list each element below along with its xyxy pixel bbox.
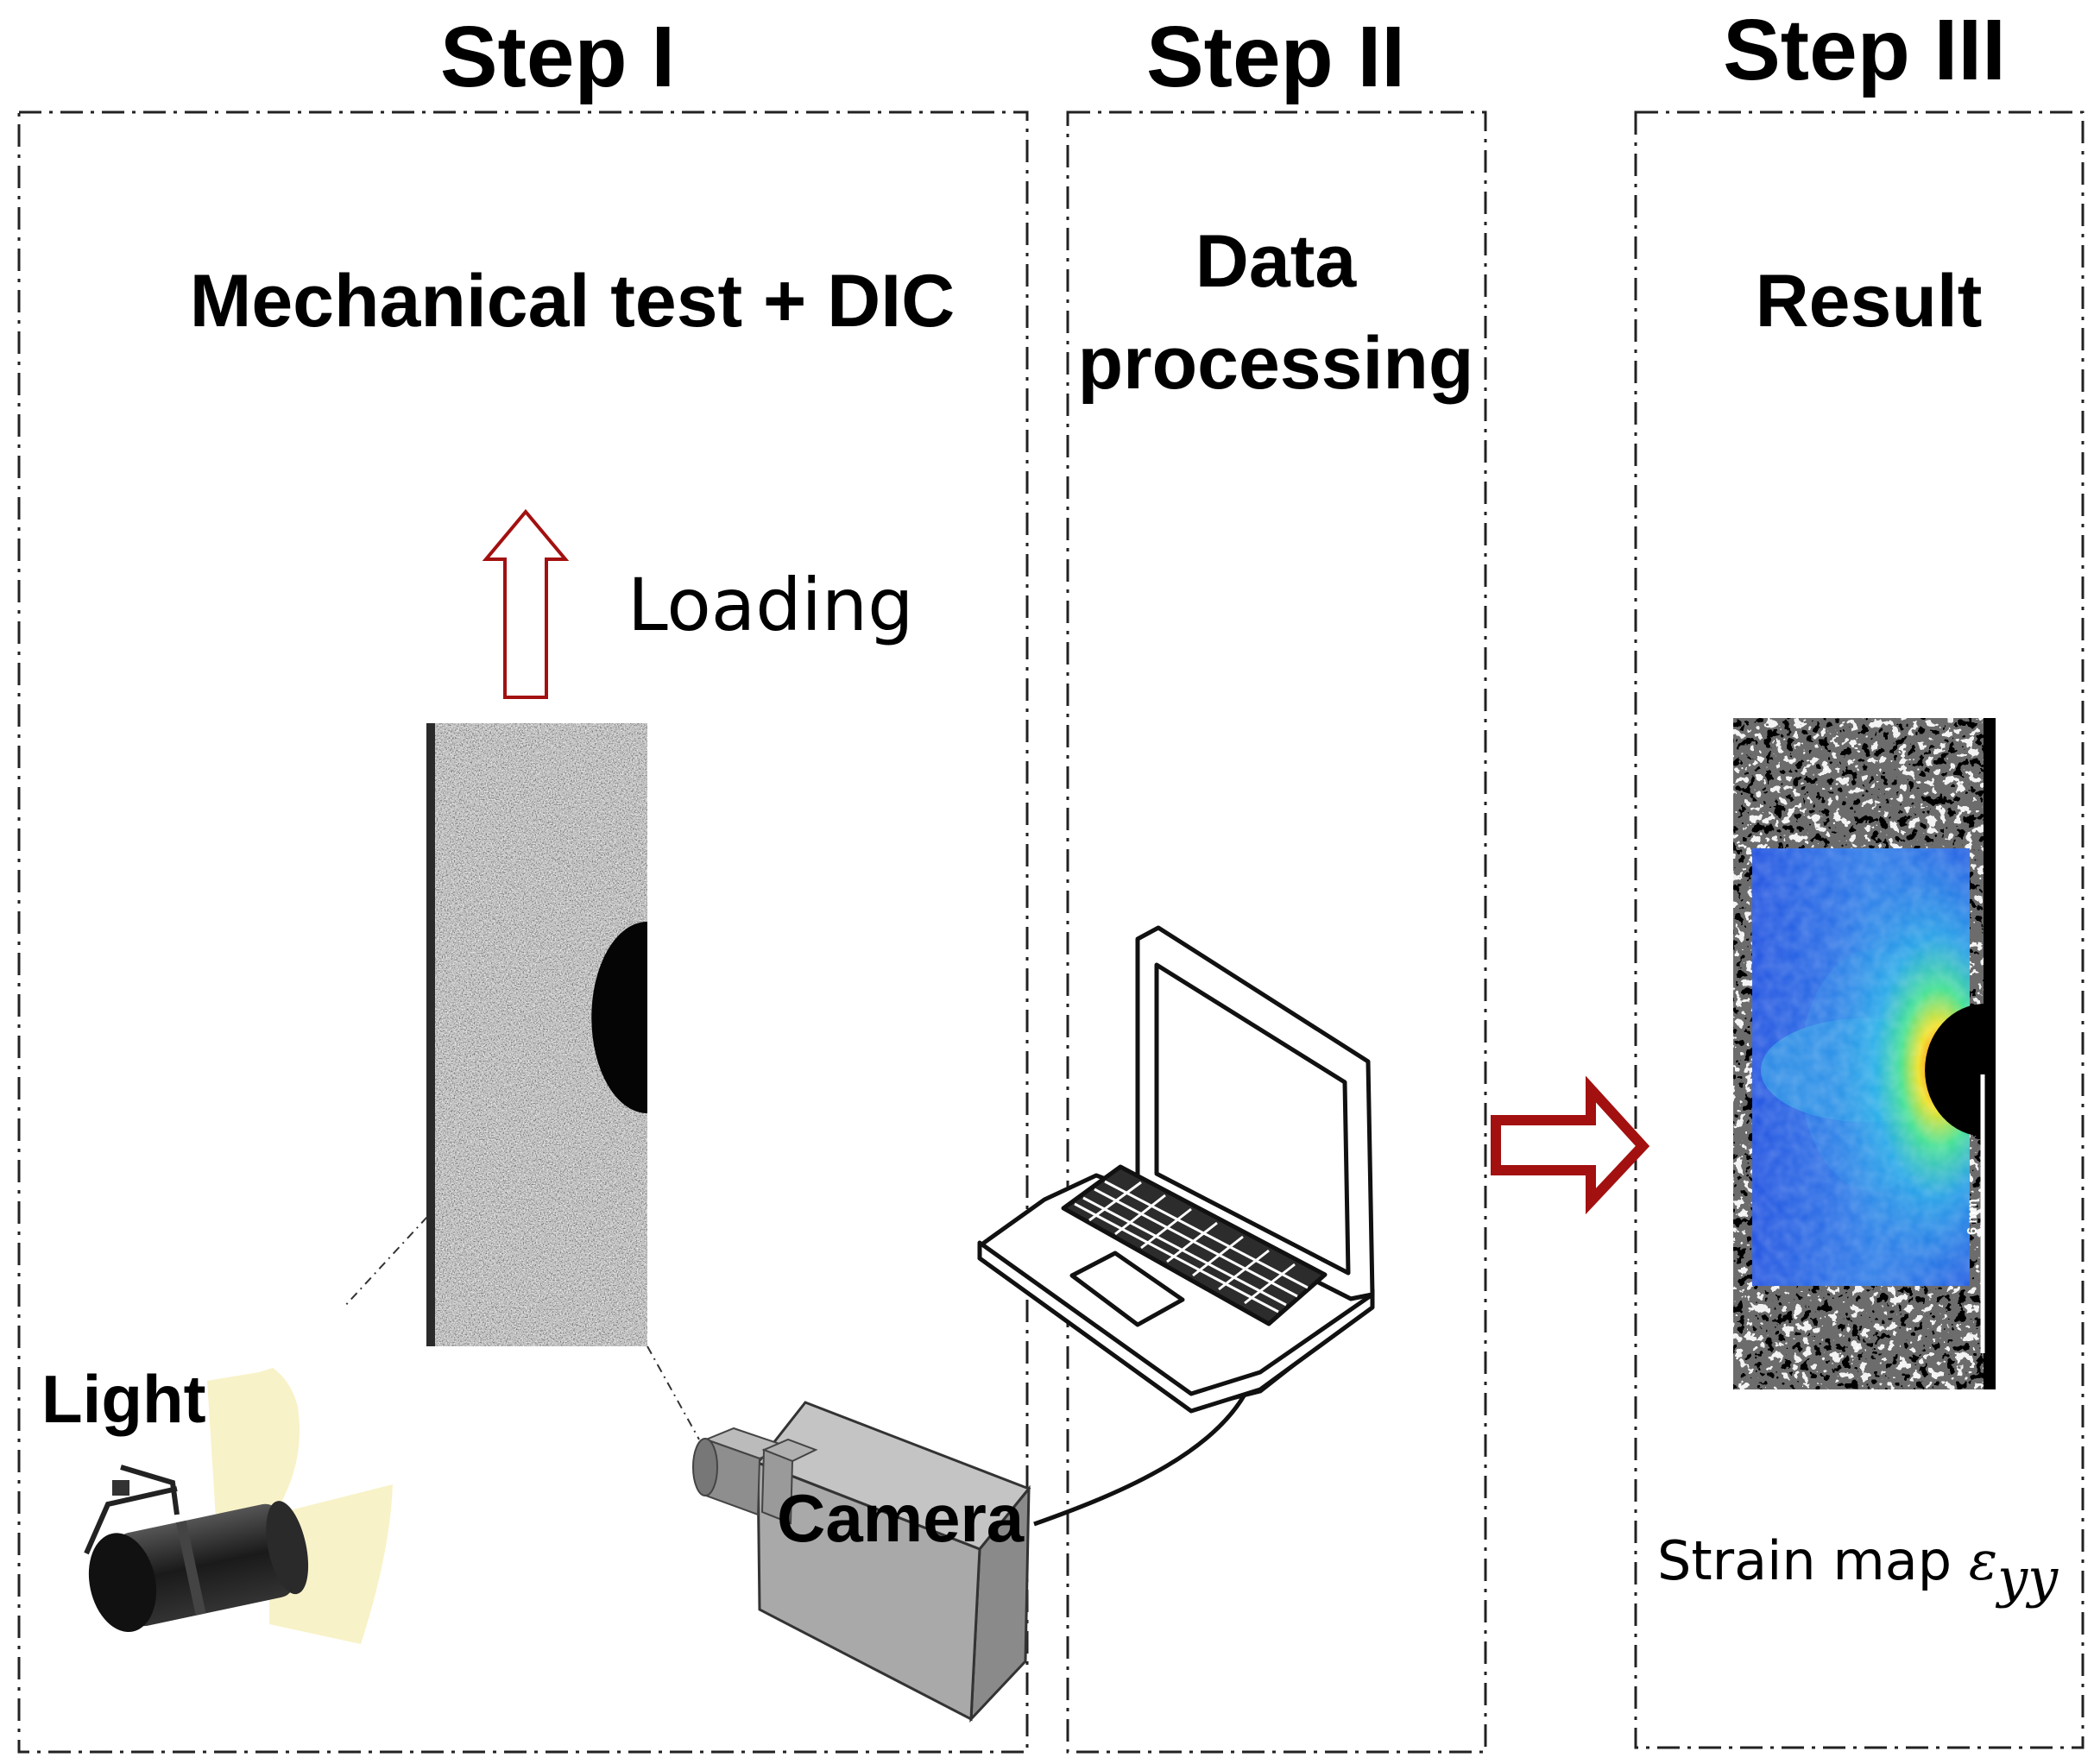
step-2-title: Step II bbox=[1146, 9, 1405, 105]
strain-symbol: ε bbox=[1969, 1529, 1997, 1592]
camera-icon bbox=[692, 1401, 1031, 1723]
step-1-panel bbox=[17, 110, 1029, 1754]
strain-map-notch bbox=[1925, 1004, 1985, 1137]
light-label: Light bbox=[41, 1361, 206, 1437]
step-3-title: Step III bbox=[1723, 2, 2006, 98]
spotlight-icon bbox=[84, 1368, 393, 1644]
camera-label: Camera bbox=[777, 1480, 1025, 1556]
laptop-icon bbox=[977, 925, 1375, 1414]
specimen bbox=[426, 723, 647, 1346]
loading-label: Loading bbox=[628, 563, 913, 647]
step-1-heading: Mechanical test + DIC bbox=[190, 260, 956, 343]
specimen-notch bbox=[591, 922, 647, 1113]
strain-map-caption-text: Strain map bbox=[1657, 1529, 1969, 1592]
camera-cable bbox=[1033, 1376, 1256, 1527]
strain-map: 6 mm bbox=[1733, 718, 1996, 1389]
strain-map-caption: Strain map εyy bbox=[1657, 1529, 2059, 1610]
scale-bar-label: 6 mm bbox=[1965, 1199, 1980, 1235]
loading-arrow bbox=[482, 508, 570, 699]
step-2-heading-line2: processing bbox=[1078, 322, 1474, 405]
strain-subscript: yy bbox=[1995, 1547, 2059, 1610]
step-3-panel bbox=[1634, 110, 2085, 1749]
step-3-heading: Result bbox=[1756, 260, 1983, 343]
step-2-heading-line1: Data bbox=[1195, 220, 1358, 303]
laptop-keyboard-grid bbox=[1074, 1180, 1309, 1314]
light-beam-guide bbox=[343, 1216, 428, 1308]
camera-view-guide bbox=[646, 1345, 700, 1440]
arrow-right-outline-icon bbox=[1491, 1075, 1650, 1215]
step-2-panel bbox=[1066, 110, 1487, 1754]
step-1-title: Step I bbox=[440, 9, 675, 105]
